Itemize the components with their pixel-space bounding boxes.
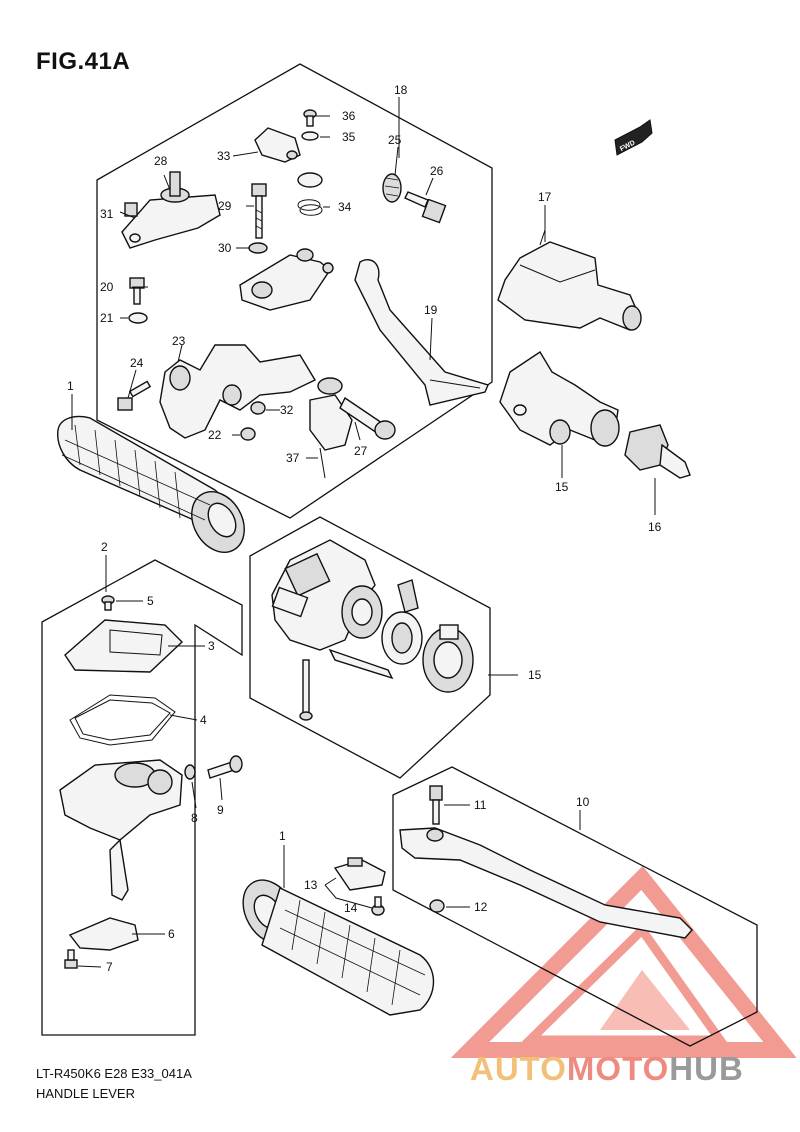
throttle-housing xyxy=(59,759,183,901)
label-12: 12 xyxy=(474,900,488,914)
screw-7 xyxy=(64,949,78,969)
cable-adjuster xyxy=(624,424,691,479)
switch-plate xyxy=(121,171,221,249)
clutch-lever-holder-cover xyxy=(497,229,642,331)
label-14: 14 xyxy=(344,901,358,915)
assembly-frame-19 xyxy=(96,63,493,519)
clutch-switch-38 xyxy=(309,377,353,479)
clutch-lever xyxy=(354,259,489,406)
watermark-part2: MOTO xyxy=(566,1050,670,1087)
switch-collar xyxy=(422,624,474,693)
label-24: 23 xyxy=(172,334,186,348)
nut-33 xyxy=(250,401,266,415)
washer-34b xyxy=(297,172,323,188)
clutch-bracket xyxy=(499,351,620,447)
bolt-25 xyxy=(117,380,152,411)
label-2: 2 xyxy=(101,540,108,554)
switch-holder xyxy=(239,248,334,311)
label-20: 19 xyxy=(424,303,438,317)
label-30: 29 xyxy=(218,199,232,213)
bolt-30 xyxy=(251,183,267,239)
label-10: 10 xyxy=(576,795,590,809)
footer-part-name: HANDLE LEVER xyxy=(36,1086,135,1101)
holder-bracket-24 xyxy=(159,344,316,439)
bolt-11 xyxy=(429,785,443,825)
watermark-text: AUTOMOTOHUB xyxy=(470,1050,744,1088)
label-1-top: 1 xyxy=(67,379,74,393)
bolt-21 xyxy=(129,277,145,305)
label-23: 22 xyxy=(208,428,222,442)
spring-35 xyxy=(297,199,323,216)
nut-8 xyxy=(184,764,196,780)
adjuster-26 xyxy=(382,173,402,203)
label-1-bottom: 1 xyxy=(279,829,286,843)
cam-plate-34 xyxy=(254,127,301,163)
washer-36 xyxy=(301,131,319,141)
screw-5 xyxy=(101,595,115,611)
label-31: 30 xyxy=(218,241,232,255)
label-19: 18 xyxy=(394,83,408,97)
label-21: 20 xyxy=(100,280,114,294)
cover-6 xyxy=(68,917,139,951)
label-28: 27 xyxy=(354,444,368,458)
label-35: 34 xyxy=(338,200,352,214)
assembly-frame-10 xyxy=(392,766,758,1047)
screw-37 xyxy=(303,109,317,127)
label-18: 17 xyxy=(538,190,552,204)
footer-model-code: LT-R450K6 E28 E33_041A xyxy=(36,1066,192,1081)
label-5: 5 xyxy=(147,594,154,608)
label-34: 33 xyxy=(217,149,231,163)
label-25: 24 xyxy=(130,356,144,370)
label-6: 6 xyxy=(168,927,175,941)
washer-31 xyxy=(248,242,268,254)
assembly-frame-15 xyxy=(249,516,491,779)
label-16: 15 xyxy=(555,480,569,494)
label-29: 28 xyxy=(154,154,168,168)
nut-23 xyxy=(240,427,256,441)
label-17: 16 xyxy=(648,520,662,534)
label-11: 11 xyxy=(474,798,487,812)
watermark-part3: HUB xyxy=(669,1050,744,1087)
label-38: 37 xyxy=(286,451,300,465)
watermark-triangle xyxy=(450,866,797,1058)
figure-title: FIG.41A xyxy=(36,48,131,75)
screw-14 xyxy=(371,896,385,916)
part-number-labels: 18 36 35 25 33 28 26 17 29 34 31 30 20 1… xyxy=(67,83,662,974)
bolt-28 xyxy=(339,396,396,440)
screw-9 xyxy=(207,755,243,779)
label-36: 35 xyxy=(342,130,356,144)
label-26: 25 xyxy=(388,133,402,147)
brake-switch-13 xyxy=(333,857,386,891)
label-13: 13 xyxy=(304,878,318,892)
handlebar-switch-15 xyxy=(271,539,394,721)
fwd-arrow-icon xyxy=(614,119,653,156)
label-27: 26 xyxy=(430,164,444,178)
label-22: 21 xyxy=(100,311,114,325)
label-8: 8 xyxy=(191,811,198,825)
label-9: 9 xyxy=(217,803,224,817)
brake-lever-10 xyxy=(399,827,693,939)
handle-grip-top xyxy=(57,415,245,553)
label-32: 31 xyxy=(100,207,114,221)
throttle-cover-3 xyxy=(64,619,184,673)
bolt-27 xyxy=(404,191,447,224)
watermark-part1: AUTO xyxy=(470,1050,567,1087)
label-4: 4 xyxy=(200,713,207,727)
nut-12 xyxy=(429,899,445,913)
label-7: 7 xyxy=(106,960,113,974)
gasket-4 xyxy=(69,694,176,746)
handle-grip-bottom xyxy=(242,879,435,1016)
label-3: 3 xyxy=(208,639,215,653)
assembly-frame-throttle xyxy=(41,559,243,1036)
label-37: 36 xyxy=(342,109,356,123)
label-15: 15 xyxy=(528,668,542,682)
label-33: 32 xyxy=(280,403,294,417)
switch-clamp-ring xyxy=(381,579,423,665)
washer-22 xyxy=(128,312,148,324)
leader-lines xyxy=(71,97,656,968)
